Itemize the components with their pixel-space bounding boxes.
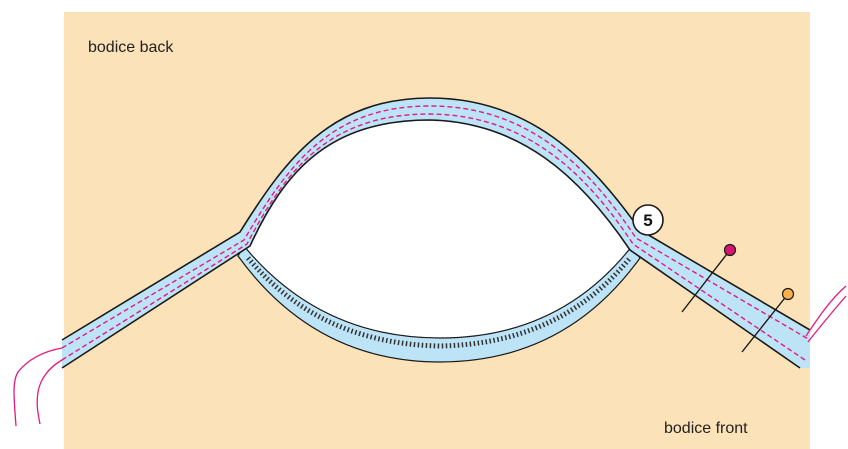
step-number: 5 bbox=[643, 211, 652, 230]
step-marker: 5 bbox=[633, 205, 663, 235]
thread-end-icon bbox=[806, 286, 846, 342]
thread-end-icon bbox=[14, 348, 62, 426]
bodice-back-label: bodice back bbox=[88, 39, 174, 56]
bodice-front-label: bodice front bbox=[664, 420, 748, 437]
